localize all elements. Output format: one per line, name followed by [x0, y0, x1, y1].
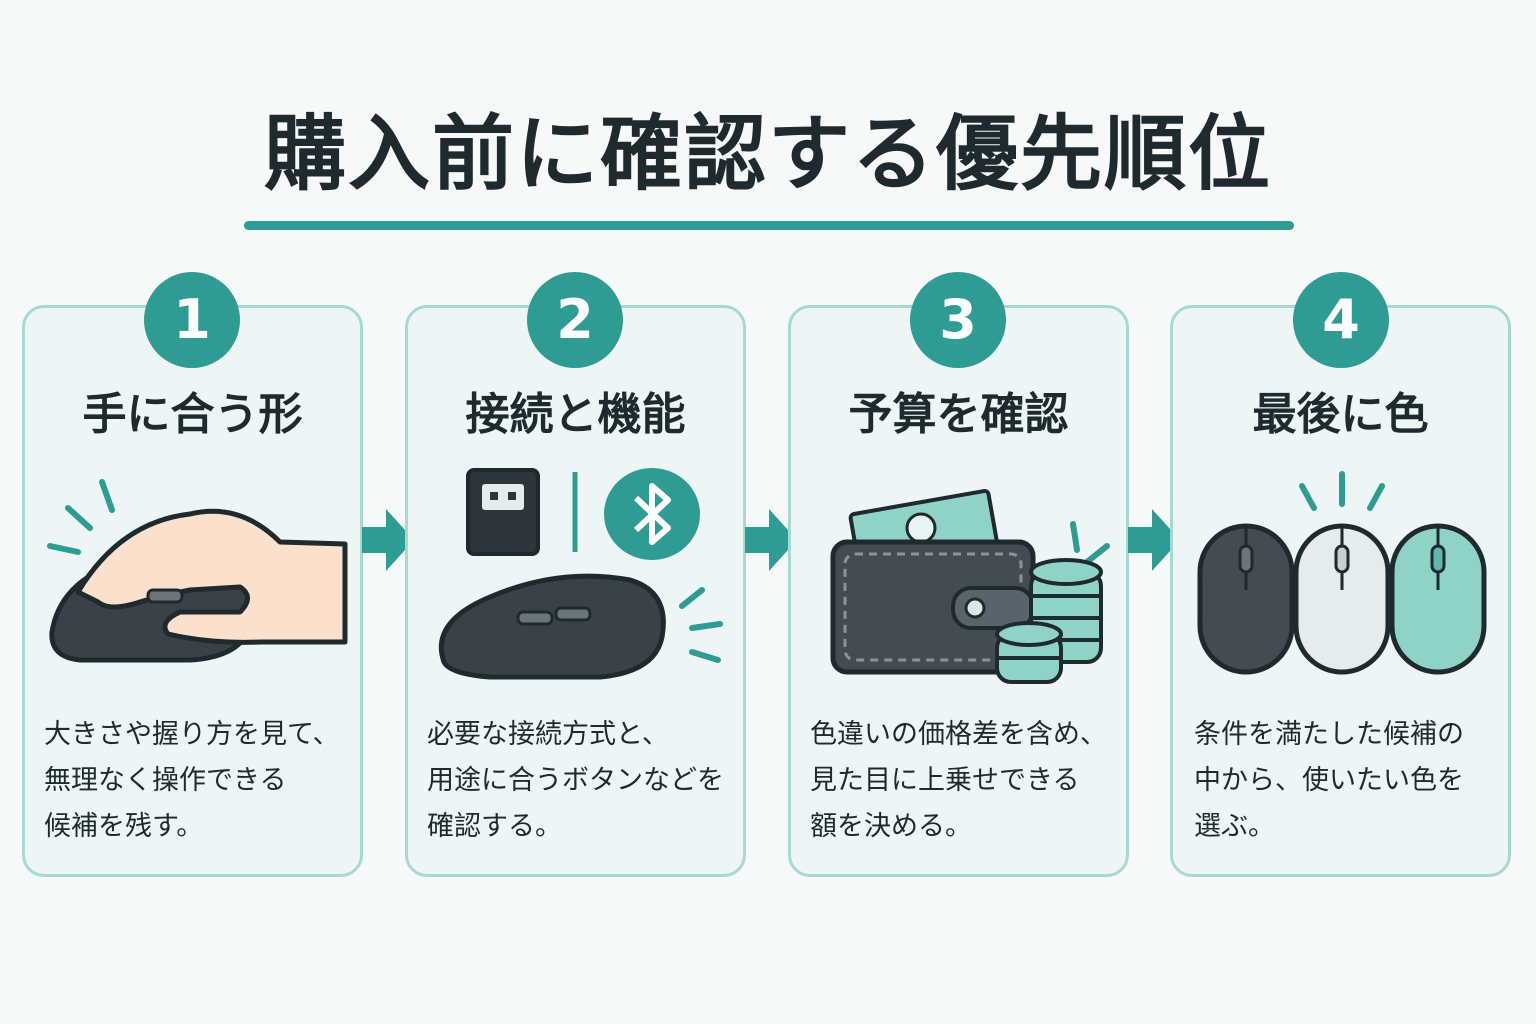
step-number-badge-2: 2 — [527, 272, 623, 368]
step-description-line: 無理なく操作できる — [44, 765, 287, 796]
step-description-1: 大きさや握り方を見て、 無理なく操作できる 候補を残す。 — [44, 712, 344, 850]
step-description-line: 選ぶ。 — [1194, 811, 1275, 842]
step-description-4: 条件を満たした候補の 中から、使いたい色を 選ぶ。 — [1194, 712, 1494, 850]
step-description-line: 用途に合うボタンなどを — [427, 765, 724, 796]
step-description-3: 色違いの価格差を含め、 見た目に上乗せできる 額を決める。 — [810, 712, 1110, 850]
step-heading-2: 接続と機能 — [465, 389, 686, 440]
step-heading-3: 予算を確認 — [848, 389, 1069, 440]
step-number-badge-4: 4 — [1293, 272, 1389, 368]
step-description-line: 色違いの価格差を含め、 — [810, 719, 1107, 750]
usb-bluetooth-mouse-icon — [438, 468, 723, 680]
step-description-line: 大きさや握り方を見て、 — [44, 719, 340, 750]
step-description-line: 条件を満たした候補の — [1194, 719, 1464, 750]
title-underline — [244, 221, 1294, 230]
arrow-right-icon — [362, 509, 414, 571]
wallet-coins-icon — [830, 489, 1110, 684]
three-color-mice-icon — [1197, 471, 1487, 675]
step-description-line: 額を決める。 — [810, 811, 972, 842]
step-number-badge-1: 1 — [144, 272, 240, 368]
step-heading-4: 最後に色 — [1252, 389, 1429, 440]
step-number-badge-3: 3 — [910, 272, 1006, 368]
step-heading-1: 手に合う形 — [82, 389, 303, 440]
hand-gripping-mouse-icon — [47, 479, 348, 663]
arrow-right-icon — [1128, 509, 1180, 571]
step-description-line: 必要な接続方式と、 — [427, 719, 669, 750]
step-description-2: 必要な接続方式と、 用途に合うボタンなどを 確認する。 — [427, 712, 727, 850]
page-title: 購入前に確認する優先順位 — [263, 107, 1272, 202]
step-description-line: 候補を残す。 — [44, 811, 204, 842]
step-description-line: 見た目に上乗せできる — [810, 765, 1080, 796]
step-description-line: 確認する。 — [427, 811, 562, 842]
step-description-line: 中から、使いたい色を — [1194, 765, 1464, 796]
arrow-right-icon — [745, 509, 797, 571]
